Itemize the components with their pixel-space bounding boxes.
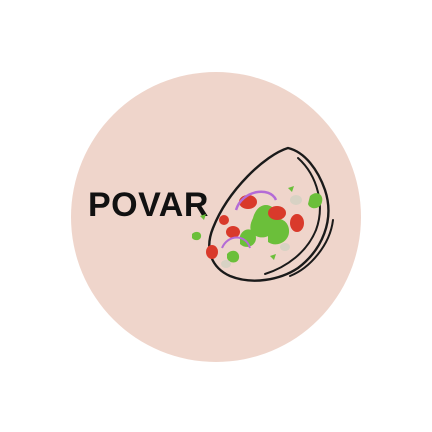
brand-wordmark: POVAR (88, 186, 209, 224)
bowl-outline (208, 146, 334, 282)
logo-badge-circle (71, 72, 361, 362)
salad-bowl-icon (192, 146, 334, 282)
salad-ingredients (192, 186, 323, 268)
